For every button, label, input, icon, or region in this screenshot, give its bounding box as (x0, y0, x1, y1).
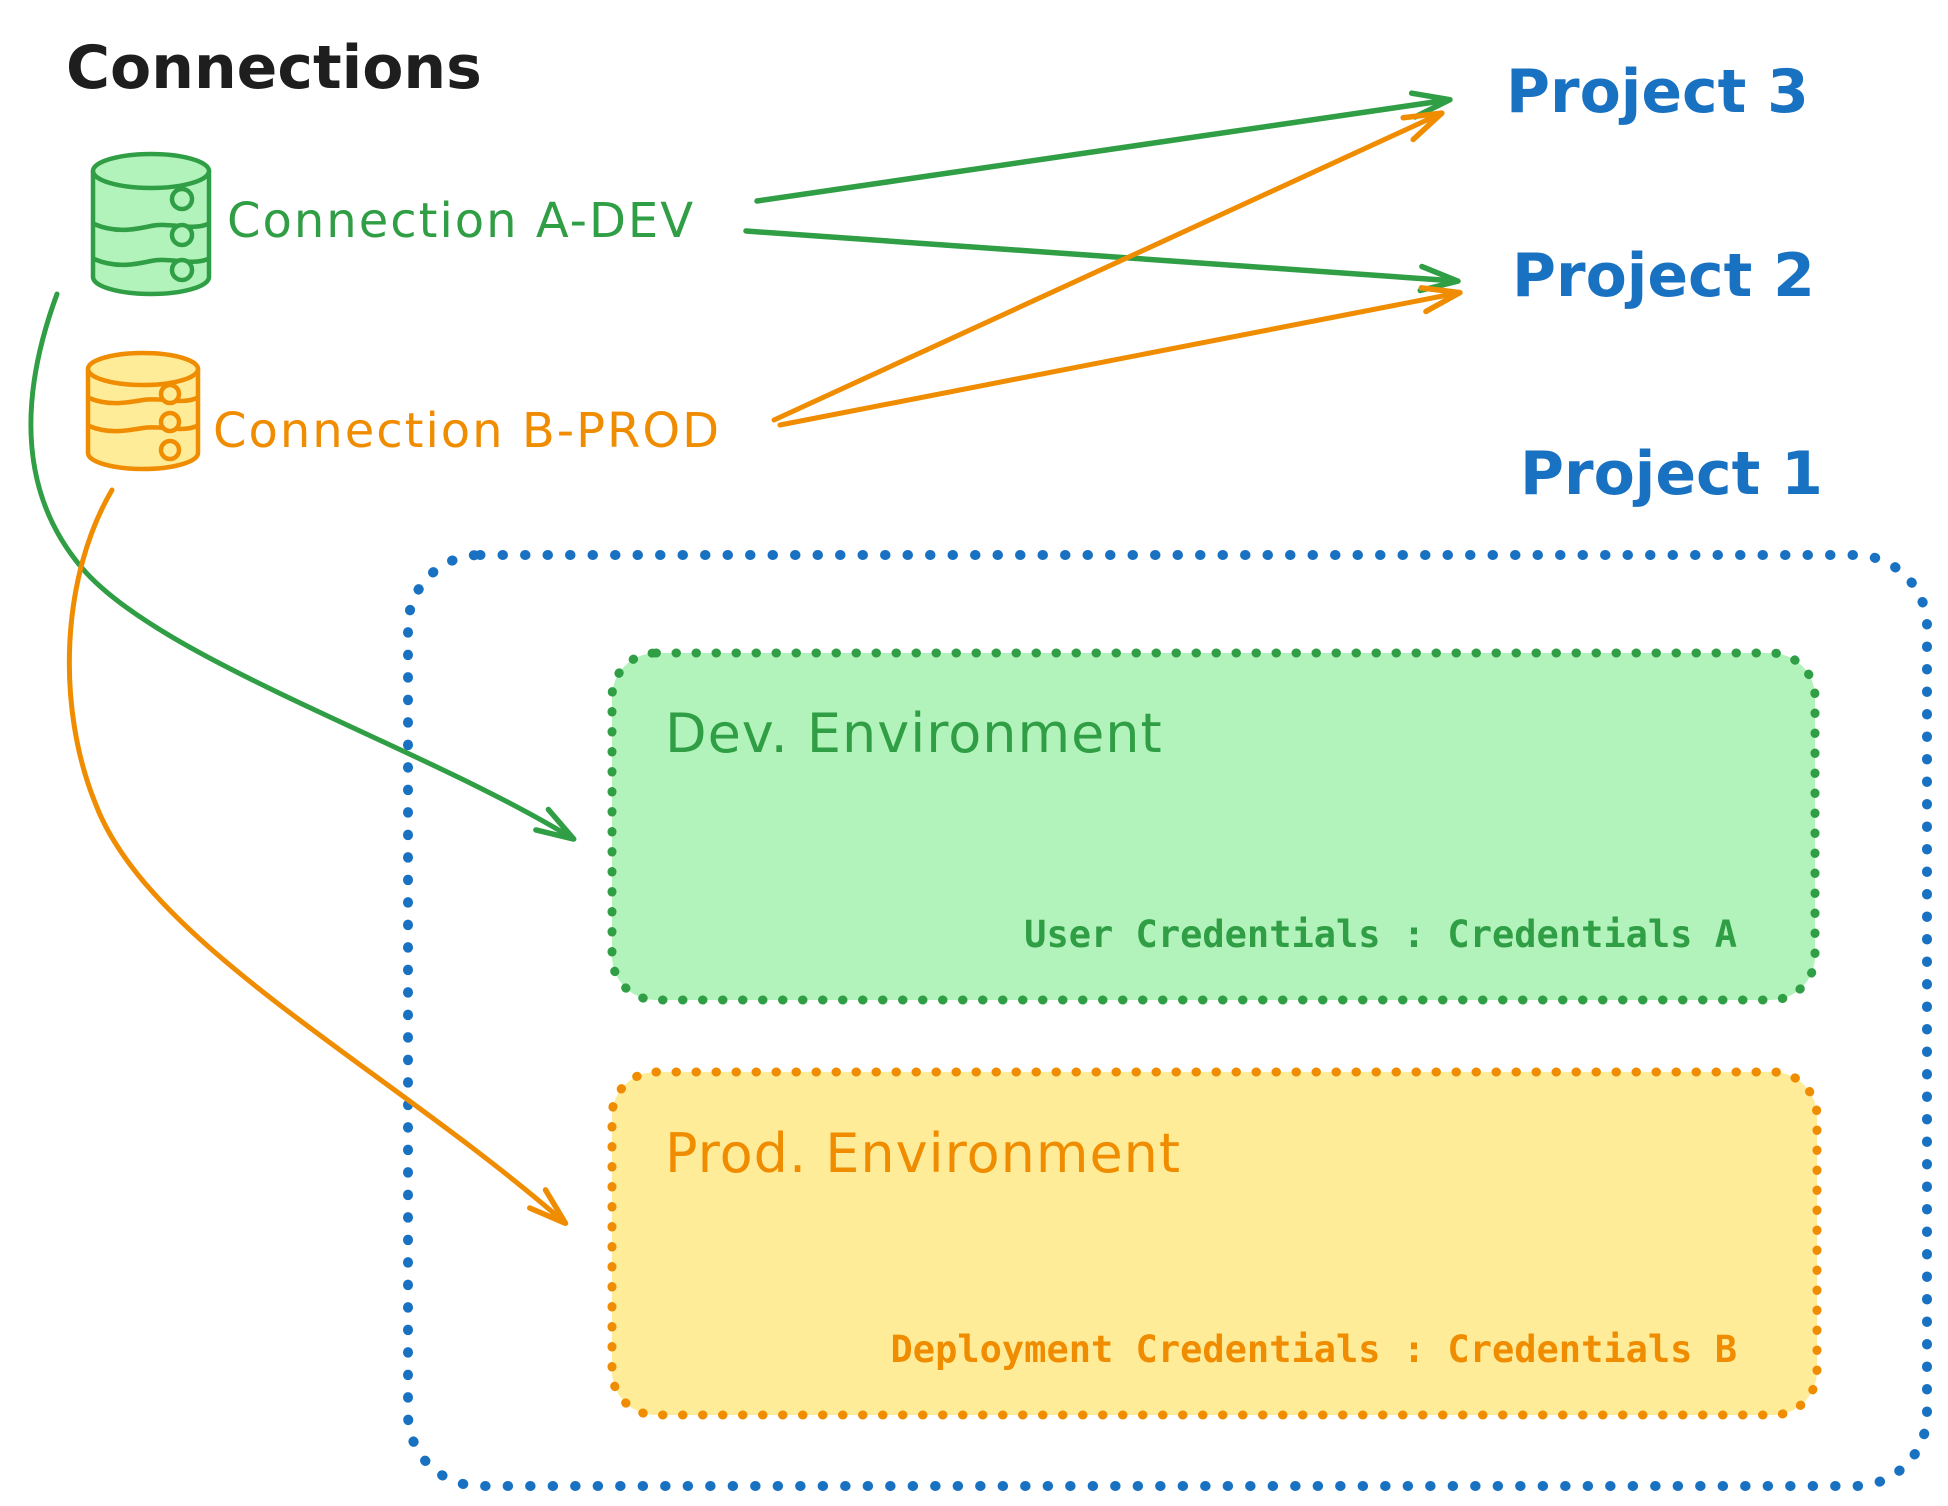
database-cylinder-icon-b-prod (85, 350, 201, 472)
project-1-label: Project 1 (1520, 439, 1823, 509)
diagram-title: Connections (66, 33, 482, 103)
arrow-b-prod-to-project-3 (771, 110, 1445, 423)
prod-environment-credentials: Deployment Credentials : Credentials B (891, 1328, 1737, 1371)
connection-b-prod-label: Connection B-PROD (213, 403, 721, 459)
arrow-a-dev-to-project-3 (754, 90, 1453, 204)
dev-environment-credentials: User Credentials : Credentials A (1024, 913, 1737, 956)
arrow-a-dev-to-dev-environment (28, 291, 577, 842)
prod-environment-box (607, 1067, 1822, 1420)
dev-environment-title: Dev. Environment (665, 702, 1163, 765)
arrow-b-prod-to-project-2 (777, 285, 1463, 428)
arrow-b-prod-to-prod-environment (66, 487, 569, 1227)
database-cylinder-icon-a-dev (90, 151, 212, 297)
connection-a-dev-label: Connection A-DEV (227, 193, 695, 249)
project-2-label: Project 2 (1512, 241, 1815, 311)
arrow-a-dev-to-project-2 (743, 228, 1461, 294)
dev-environment-box (607, 648, 1820, 1005)
project-3-label: Project 3 (1506, 57, 1809, 127)
prod-environment-title: Prod. Environment (665, 1122, 1181, 1185)
